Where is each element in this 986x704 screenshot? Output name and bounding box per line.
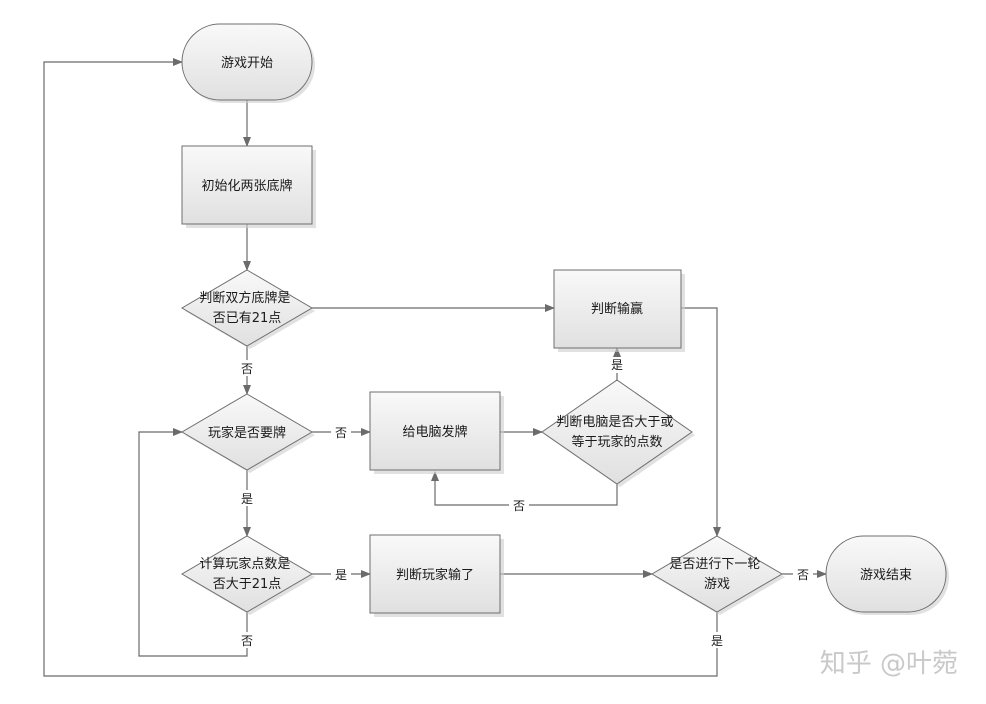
node-check21-label: 判断双方底牌是 否已有21点 — [199, 290, 294, 326]
node-pc-compare-label: 判断电脑是否大于或 等于玩家的点数 — [556, 415, 677, 450]
node-deal-pc: 给电脑发牌 — [369, 391, 504, 474]
node-player-lose: 判断玩家输了 — [369, 534, 504, 617]
node-check21-line2: 否已有21点 — [213, 311, 282, 326]
node-next-round-line1: 是否进行下一轮 — [669, 557, 760, 572]
node-player-hit-label: 玩家是否要牌 — [208, 425, 286, 441]
node-pc-compare: 判断电脑是否大于或 等于玩家的点数 — [541, 379, 695, 487]
node-end: 游戏结束 — [825, 535, 949, 615]
node-judge-win-label: 判断输赢 — [591, 301, 643, 317]
node-player-lose-label: 判断玩家输了 — [396, 567, 474, 583]
label-calc-no: 否 — [241, 634, 253, 648]
node-next-round: 是否进行下一轮 游戏 — [651, 535, 785, 615]
label-next-no: 否 — [797, 568, 809, 582]
node-start-label: 游戏开始 — [221, 56, 273, 71]
node-player-hit: 玩家是否要牌 — [181, 393, 315, 473]
node-deal-pc-label: 给电脑发牌 — [402, 424, 467, 440]
label-hit-yes: 是 — [241, 492, 253, 506]
label-calc-yes: 是 — [335, 568, 347, 582]
node-start: 游戏开始 — [181, 23, 315, 103]
label-compare-yes: 是 — [611, 358, 623, 372]
node-check21-line1: 判断双方底牌是 — [199, 290, 290, 306]
watermark-text: 知乎 @叶菀 — [820, 649, 958, 679]
node-calc-player-label: 计算玩家点数是 否大于21点 — [199, 556, 294, 592]
node-next-round-label: 是否进行下一轮 游戏 — [669, 557, 764, 592]
node-end-label: 游戏结束 — [860, 568, 912, 583]
node-check21: 判断双方底牌是 否已有21点 — [181, 269, 315, 349]
node-calc-player: 计算玩家点数是 否大于21点 — [181, 535, 315, 615]
label-next-yes: 是 — [711, 634, 723, 648]
edge-calc-loop-to-hit — [138, 428, 248, 657]
edge-judge-to-next — [681, 307, 721, 537]
node-init-label: 初始化两张底牌 — [201, 178, 292, 194]
edge-next-loop-to-start — [43, 58, 718, 677]
edge-labels: 否 否 是 是 否 是 否 否 是 — [237, 357, 813, 648]
node-calc-player-line1: 计算玩家点数是 — [199, 556, 290, 572]
node-next-round-line2: 游戏 — [704, 577, 730, 592]
label-compare-no: 否 — [513, 499, 525, 513]
node-init: 初始化两张底牌 — [181, 145, 316, 228]
node-calc-player-line2: 否大于21点 — [213, 577, 282, 592]
label-check21-no: 否 — [241, 362, 253, 376]
node-pc-compare-line1: 判断电脑是否大于或 — [556, 415, 673, 430]
node-judge-win: 判断输赢 — [553, 269, 685, 352]
node-pc-compare-line2: 等于玩家的点数 — [571, 434, 662, 450]
label-hit-no: 否 — [335, 426, 347, 440]
